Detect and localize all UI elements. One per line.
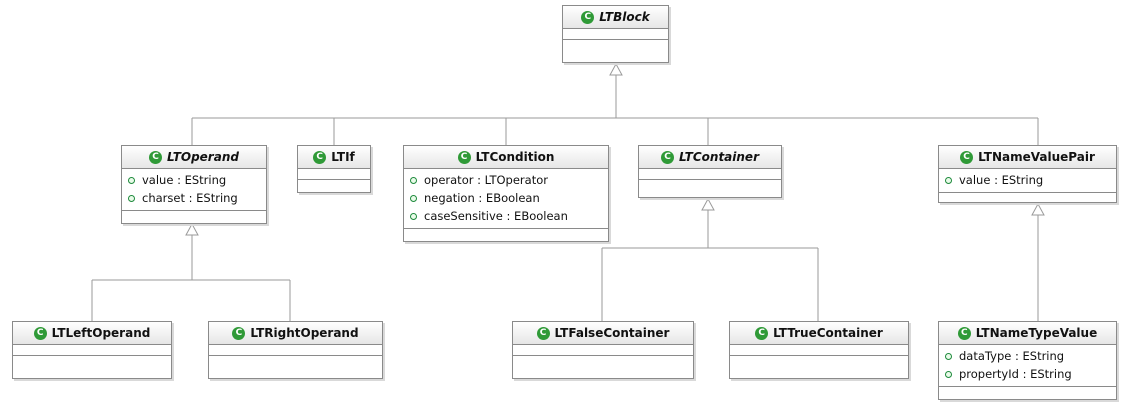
generalization-arrowhead-ltnamevaluepair bbox=[1031, 202, 1045, 216]
operation-compartment bbox=[209, 356, 382, 365]
attribute-compartment: value : EString bbox=[939, 169, 1116, 193]
attribute-row[interactable]: charset : EString bbox=[128, 189, 260, 207]
class-name: LTBlock bbox=[599, 10, 650, 24]
class-name: LTRightOperand bbox=[250, 326, 359, 340]
class-name: LTFalseContainer bbox=[554, 326, 670, 340]
class-ltnamevaluepair[interactable]: C LTNameValuePair value : EString bbox=[938, 145, 1117, 203]
attribute-compartment bbox=[298, 169, 370, 180]
class-ltrightoperand[interactable]: C LTRightOperand bbox=[208, 321, 383, 379]
operation-compartment bbox=[298, 180, 370, 189]
class-name: LTContainer bbox=[679, 150, 759, 164]
attribute-icon bbox=[128, 194, 135, 202]
attribute-compartment: operator : LTOperator negation : EBoolea… bbox=[404, 169, 608, 229]
class-icon: C bbox=[149, 150, 163, 164]
class-icon: C bbox=[957, 326, 971, 340]
class-name: LTNameValuePair bbox=[978, 150, 1095, 164]
class-header: C LTTrueContainer bbox=[730, 322, 908, 345]
attribute-row[interactable]: operator : LTOperator bbox=[410, 171, 602, 189]
attribute-row[interactable]: caseSensitive : EBoolean bbox=[410, 207, 602, 225]
attribute-compartment: value : EString charset : EString bbox=[122, 169, 266, 211]
attribute-compartment bbox=[639, 169, 781, 180]
class-lttruecontainer[interactable]: C LTTrueContainer bbox=[729, 321, 909, 379]
attribute-icon bbox=[410, 212, 417, 220]
attribute-label: charset : EString bbox=[142, 191, 238, 205]
attribute-compartment bbox=[730, 345, 908, 356]
operation-compartment bbox=[939, 193, 1116, 202]
attribute-label: negation : EBoolean bbox=[424, 191, 540, 205]
operation-compartment bbox=[513, 356, 693, 365]
class-header: C LTBlock bbox=[563, 6, 668, 29]
class-name: LTNameTypeValue bbox=[975, 326, 1098, 340]
generalization-arrowhead-ltcontainer bbox=[701, 197, 715, 211]
generalization-edge-ltoperand-children bbox=[91, 235, 291, 321]
attribute-label: propertyId : EString bbox=[959, 367, 1072, 381]
class-ltleftoperand[interactable]: C LTLeftOperand bbox=[12, 321, 172, 379]
attribute-row[interactable]: propertyId : EString bbox=[945, 365, 1110, 383]
attribute-icon bbox=[945, 370, 952, 378]
class-icon: C bbox=[232, 326, 246, 340]
operation-compartment bbox=[122, 211, 266, 220]
class-icon: C bbox=[457, 150, 471, 164]
class-ltblock[interactable]: C LTBlock bbox=[562, 5, 669, 63]
attribute-compartment bbox=[563, 29, 668, 40]
class-name: LTLeftOperand bbox=[51, 326, 151, 340]
class-header: C LTRightOperand bbox=[209, 322, 382, 345]
class-ltcondition[interactable]: C LTCondition operator : LTOperator nega… bbox=[403, 145, 609, 242]
class-icon: C bbox=[661, 150, 674, 164]
class-name: LTOperand bbox=[167, 150, 239, 164]
attribute-label: value : EString bbox=[959, 173, 1044, 187]
generalization-arrowhead-ltblock bbox=[609, 62, 623, 76]
attribute-icon bbox=[945, 176, 952, 184]
attribute-compartment bbox=[209, 345, 382, 356]
attribute-icon bbox=[410, 194, 417, 202]
operation-compartment bbox=[13, 356, 171, 365]
class-header: C LTFalseContainer bbox=[513, 322, 693, 345]
operation-compartment bbox=[563, 40, 668, 49]
attribute-compartment: dataType : EString propertyId : EString bbox=[939, 345, 1116, 387]
class-header: C LTOperand bbox=[122, 146, 266, 169]
attribute-icon bbox=[410, 176, 417, 184]
class-header: C LTNameValuePair bbox=[939, 146, 1116, 169]
class-ltfalsecontainer[interactable]: C LTFalseContainer bbox=[512, 321, 694, 379]
attribute-label: operator : LTOperator bbox=[424, 173, 548, 187]
class-header: C LTLeftOperand bbox=[13, 322, 171, 345]
class-icon: C bbox=[33, 326, 47, 340]
attribute-label: value : EString bbox=[142, 173, 227, 187]
attribute-compartment bbox=[513, 345, 693, 356]
class-name: LTCondition bbox=[475, 150, 555, 164]
class-name: LTIf bbox=[331, 150, 355, 164]
class-icon: C bbox=[313, 150, 327, 164]
attribute-label: caseSensitive : EBoolean bbox=[424, 209, 568, 223]
generalization-arrowhead-ltoperand bbox=[185, 222, 199, 236]
class-header: C LTCondition bbox=[404, 146, 608, 169]
class-ltif[interactable]: C LTIf bbox=[297, 145, 371, 193]
generalization-edge-ltcontainer-children bbox=[601, 210, 819, 321]
generalization-edge-ltblock-children bbox=[191, 75, 1039, 145]
class-icon: C bbox=[960, 150, 974, 164]
attribute-label: dataType : EString bbox=[959, 349, 1065, 363]
class-header: C LTIf bbox=[298, 146, 370, 169]
class-icon: C bbox=[581, 10, 595, 24]
class-ltoperand[interactable]: C LTOperand value : EString charset : ES… bbox=[121, 145, 267, 224]
attribute-row[interactable]: dataType : EString bbox=[945, 347, 1110, 365]
operation-compartment bbox=[404, 229, 608, 238]
class-ltcontainer[interactable]: C LTContainer bbox=[638, 145, 782, 198]
attribute-row[interactable]: value : EString bbox=[128, 171, 260, 189]
attribute-row[interactable]: value : EString bbox=[945, 171, 1110, 189]
class-icon: C bbox=[755, 326, 769, 340]
class-name: LTTrueContainer bbox=[773, 326, 883, 340]
attribute-compartment bbox=[13, 345, 171, 356]
class-header: C LTNameTypeValue bbox=[939, 322, 1116, 345]
class-header: C LTContainer bbox=[639, 146, 781, 169]
operation-compartment bbox=[939, 387, 1116, 396]
operation-compartment bbox=[639, 180, 781, 189]
attribute-icon bbox=[128, 176, 135, 184]
class-ltnametypevalue[interactable]: C LTNameTypeValue dataType : EString pro… bbox=[938, 321, 1117, 400]
attribute-icon bbox=[945, 352, 952, 360]
operation-compartment bbox=[730, 356, 908, 365]
attribute-row[interactable]: negation : EBoolean bbox=[410, 189, 602, 207]
class-icon: C bbox=[536, 326, 550, 340]
